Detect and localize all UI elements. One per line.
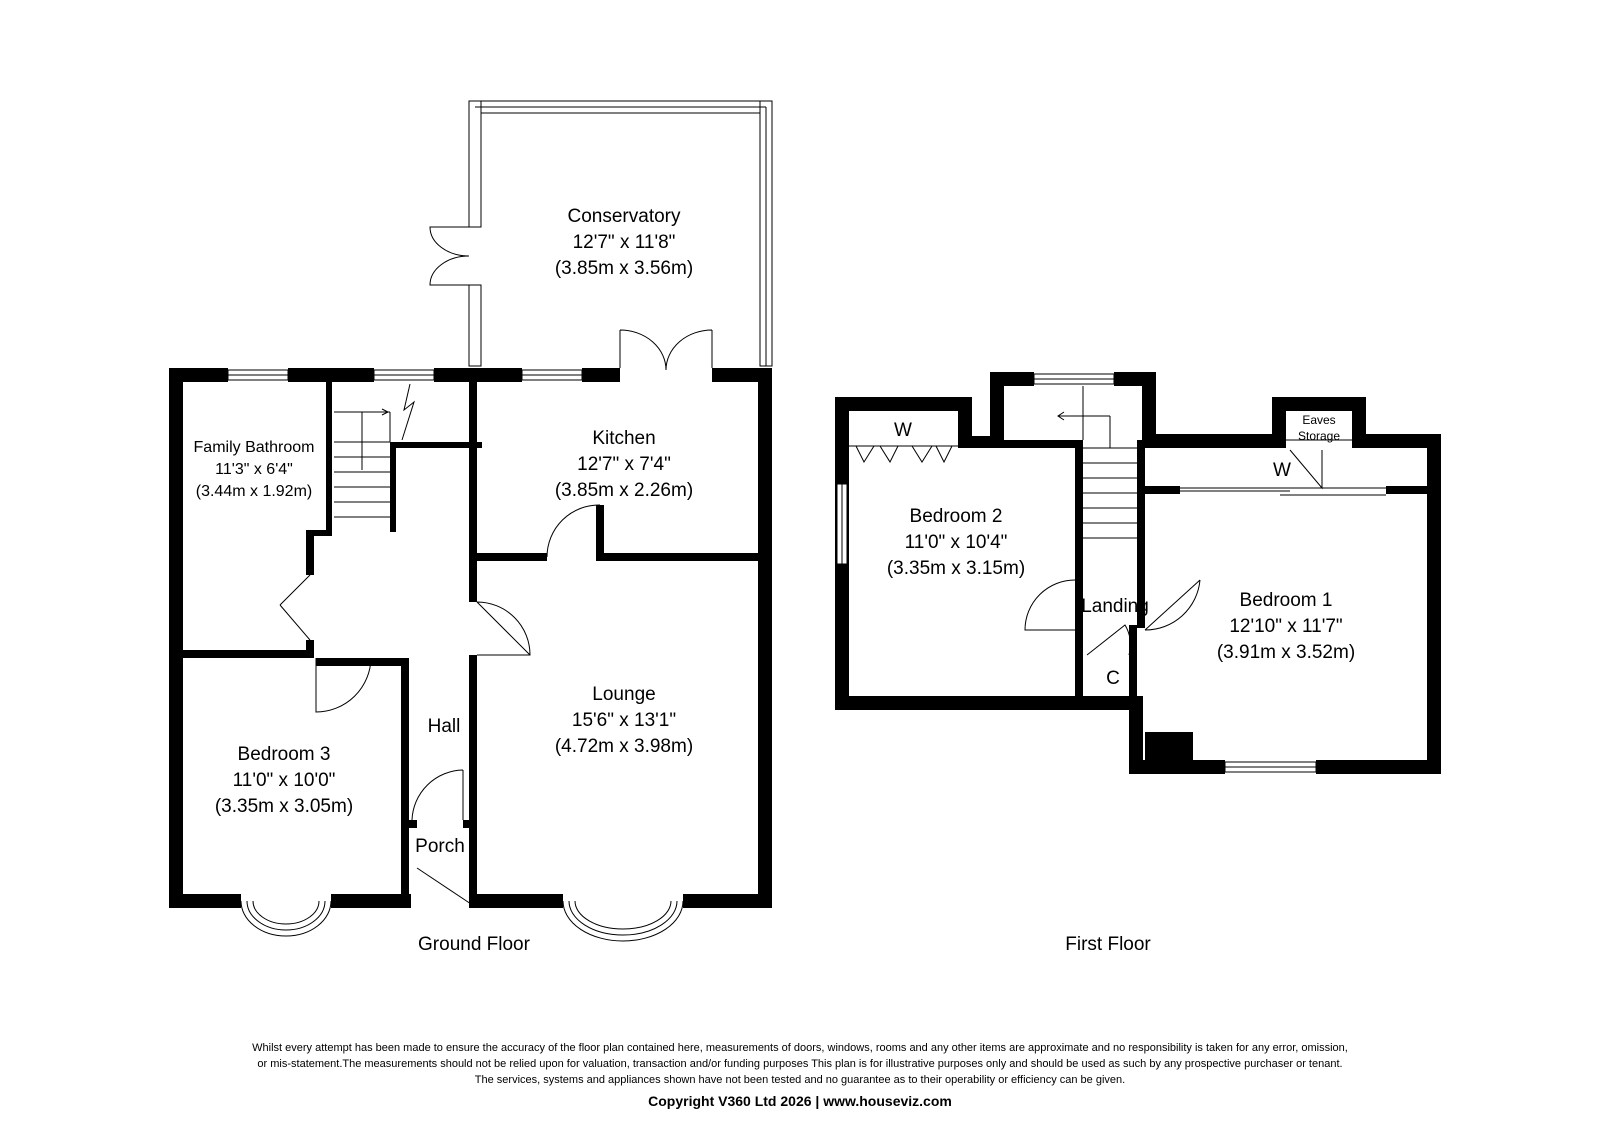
- svg-text:(3.35m x 3.05m): (3.35m x 3.05m): [215, 796, 353, 817]
- svg-text:Bedroom 2: Bedroom 2: [910, 506, 1003, 527]
- first-floor-doors: [849, 445, 1386, 656]
- svg-text:11'0" x 10'0": 11'0" x 10'0": [233, 770, 336, 791]
- first-floor-windows: [836, 373, 1317, 773]
- disclaimer-line-2: or mis-statement.The measurements should…: [257, 1058, 1343, 1070]
- svg-text:Bedroom 3: Bedroom 3: [238, 744, 331, 765]
- svg-text:(3.85m x 3.56m): (3.85m x 3.56m): [555, 258, 693, 279]
- copyright: Copyright V360 Ltd 2026 | www.houseviz.c…: [648, 1093, 952, 1109]
- room-family-bathroom: Family Bathroom 11'3" x 6'4" (3.44m x 1.…: [194, 439, 315, 500]
- disclaimer: Whilst every attempt has been made to en…: [100, 1040, 1500, 1088]
- disclaimer-line-1: Whilst every attempt has been made to en…: [252, 1042, 1348, 1054]
- ground-floor-label: Ground Floor: [418, 934, 531, 955]
- svg-text:15'6" x 13'1": 15'6" x 13'1": [572, 710, 676, 731]
- room-landing: Landing: [1081, 596, 1149, 617]
- first-floor-label: First Floor: [1065, 934, 1151, 955]
- ground-floor-walls: [169, 368, 772, 908]
- conservatory-frame: [468, 100, 773, 367]
- svg-text:12'7" x 7'4": 12'7" x 7'4": [577, 454, 671, 475]
- svg-text:(3.35m x 3.15m): (3.35m x 3.15m): [887, 558, 1025, 579]
- svg-text:Bedroom 1: Bedroom 1: [1240, 590, 1333, 611]
- svg-text:12'10" x 11'7": 12'10" x 11'7": [1229, 616, 1342, 637]
- bedroom3-bay-window: [240, 900, 332, 937]
- ground-floor-doors: [279, 329, 713, 905]
- lounge-bay-window: [562, 900, 684, 942]
- room-kitchen: Kitchen 12'7" x 7'4" (3.85m x 2.26m): [555, 428, 693, 501]
- first-floor-plan: Bedroom 2 11'0" x 10'4" (3.35m x 3.15m) …: [835, 372, 1441, 955]
- svg-text:(3.85m x 2.26m): (3.85m x 2.26m): [555, 480, 693, 501]
- first-floor-walls: [835, 372, 1441, 774]
- room-porch: Porch: [415, 836, 465, 857]
- room-eaves-storage: Eaves Storage: [1298, 413, 1340, 443]
- svg-text:(3.44m x 1.92m): (3.44m x 1.92m): [196, 483, 312, 500]
- svg-text:Conservatory: Conservatory: [568, 206, 681, 227]
- svg-text:Eaves: Eaves: [1302, 413, 1335, 427]
- room-bedroom-2: Bedroom 2 11'0" x 10'4" (3.35m x 3.15m): [887, 506, 1025, 579]
- ground-floor-plan: Conservatory 12'7" x 11'8" (3.85m x 3.56…: [169, 100, 773, 955]
- svg-text:Kitchen: Kitchen: [592, 428, 655, 449]
- svg-text:Storage: Storage: [1298, 429, 1340, 443]
- wardrobe-bedroom-1: W: [1273, 460, 1291, 481]
- room-bedroom-3: Bedroom 3 11'0" x 10'0" (3.35m x 3.05m): [215, 744, 353, 817]
- disclaimer-line-3: The services, systems and appliances sho…: [474, 1074, 1126, 1086]
- ground-floor-stairs: [334, 383, 415, 518]
- svg-text:(3.91m x 3.52m): (3.91m x 3.52m): [1217, 642, 1355, 663]
- room-conservatory: Conservatory 12'7" x 11'8" (3.85m x 3.56…: [555, 206, 693, 279]
- room-lounge: Lounge 15'6" x 13'1" (4.72m x 3.98m): [555, 684, 693, 757]
- wardrobe-bedroom-2: W: [894, 420, 912, 441]
- svg-text:(4.72m x 3.98m): (4.72m x 3.98m): [555, 736, 693, 757]
- ground-floor-windows: [227, 369, 583, 381]
- svg-text:12'7" x 11'8": 12'7" x 11'8": [573, 232, 676, 253]
- first-floor-stairs: [1057, 386, 1140, 539]
- conservatory-side-door: [429, 226, 470, 286]
- svg-text:Family Bathroom: Family Bathroom: [194, 439, 315, 456]
- svg-text:11'0" x 10'4": 11'0" x 10'4": [905, 532, 1008, 553]
- room-bedroom-1: Bedroom 1 12'10" x 11'7" (3.91m x 3.52m): [1217, 590, 1355, 663]
- room-cupboard: C: [1106, 668, 1120, 689]
- svg-text:Lounge: Lounge: [592, 684, 655, 705]
- room-hall: Hall: [428, 716, 461, 737]
- svg-text:11'3" x 6'4": 11'3" x 6'4": [215, 461, 293, 478]
